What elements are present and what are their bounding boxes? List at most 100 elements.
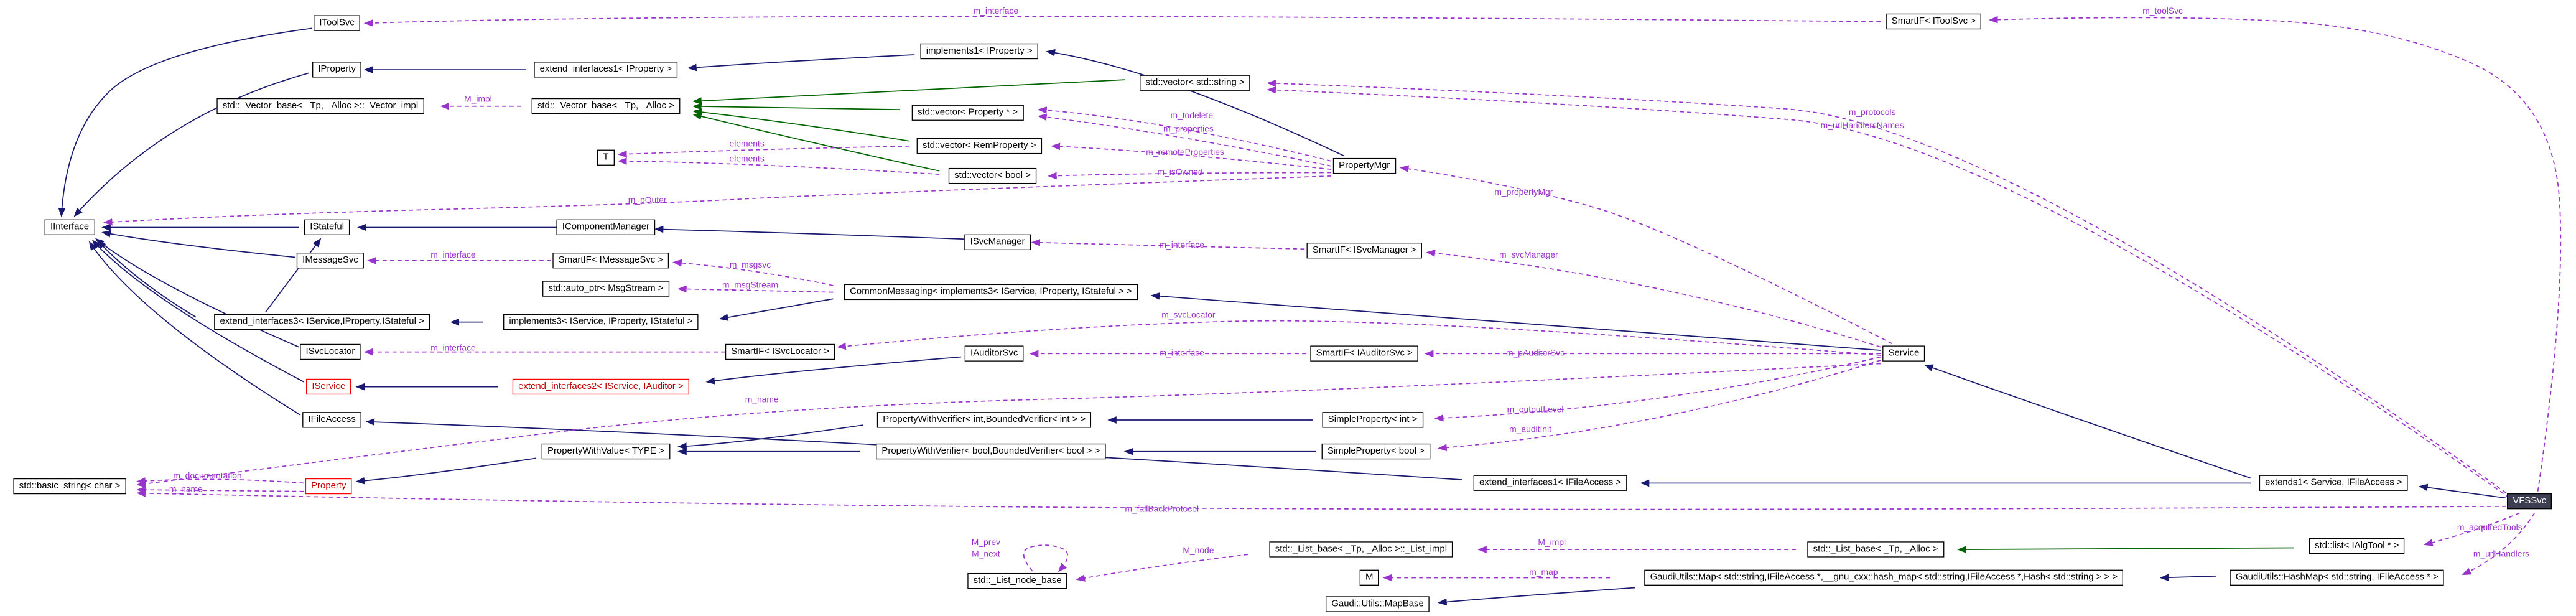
edge-usage xyxy=(363,16,1881,27)
node-service[interactable]: Service xyxy=(1882,345,1925,362)
node-gaudi-hashmap[interactable]: GaudiUtils::HashMap< std::string, IFileA… xyxy=(2230,569,2445,586)
edge-inherit xyxy=(1438,587,1635,606)
edge-usage xyxy=(2424,512,2520,546)
node-vector-bool[interactable]: std::vector< bool > xyxy=(948,167,1037,184)
edge-inherit xyxy=(1150,292,1881,351)
edge-label: m_svcLocator xyxy=(1161,310,1216,320)
edge-inherit xyxy=(365,418,1462,480)
node-property[interactable]: Property xyxy=(305,478,352,495)
node-extend-interfaces1-iproperty[interactable]: extend_interfaces1< IProperty > xyxy=(534,62,678,78)
edge-green xyxy=(692,79,1126,105)
node-propertywithvalue[interactable]: PropertyWithValue< TYPE > xyxy=(541,443,671,460)
edge-green xyxy=(692,103,900,110)
edge-usage xyxy=(1038,113,1332,167)
node-ifileaccess[interactable]: IFileAccess xyxy=(302,412,362,428)
node-smartif-iauditorsvc[interactable]: SmartIF< IAuditorSvc > xyxy=(1310,345,1419,362)
node-iproperty[interactable]: IProperty xyxy=(312,62,362,78)
node-implements3[interactable]: implements3< IService, IProperty, IState… xyxy=(503,314,699,330)
edge-usage xyxy=(136,477,304,485)
edge-inherit xyxy=(73,72,309,217)
edge-label: m_outputLevel xyxy=(1507,405,1564,415)
node-list-impl[interactable]: std::_List_base< _Tp, _Alloc >::_List_im… xyxy=(1269,541,1453,558)
edge-inherit xyxy=(95,238,299,348)
node-icomponentmanager[interactable]: IComponentManager xyxy=(556,219,656,236)
node-extends1[interactable]: extends1< Service, IFileAccess > xyxy=(2259,475,2409,492)
node-simpleproperty-int[interactable]: SimpleProperty< int > xyxy=(1322,412,1423,428)
node-vector-base-impl[interactable]: std::_Vector_base< _Tp, _Alloc >::_Vecto… xyxy=(216,98,424,114)
node-isvcmanager[interactable]: ISvcManager xyxy=(964,234,1031,251)
node-list-ialgtool[interactable]: std::list< IAlgTool * > xyxy=(2309,538,2405,554)
edge-label: m_msgsvc xyxy=(729,261,771,271)
edge-usage xyxy=(618,157,940,175)
node-gaudi-map[interactable]: GaudiUtils::Map< std::string,IFileAccess… xyxy=(1644,569,2124,586)
edge-label: m_propertyMgr xyxy=(1494,188,1553,197)
node-vector-base[interactable]: std::_Vector_base< _Tp, _Alloc > xyxy=(531,98,681,114)
node-smartif-isvclocator[interactable]: SmartIF< ISvcLocator > xyxy=(725,343,835,360)
node-t-param[interactable]: T xyxy=(597,149,615,166)
node-vector-string[interactable]: std::vector< std::string > xyxy=(1140,75,1251,91)
node-extend-interfaces2[interactable]: extend_interfaces2< IService, IAuditor > xyxy=(512,378,689,395)
node-vector-remproperty[interactable]: std::vector< RemProperty > xyxy=(916,138,1042,154)
node-extend-interfaces1-ifileaccess[interactable]: extend_interfaces1< IFileAccess > xyxy=(1473,475,1627,492)
edge-label: m_toolSvc xyxy=(2142,7,2183,17)
edge-inherit xyxy=(355,457,536,485)
node-vfssvc[interactable]: VFSSvc xyxy=(2506,493,2552,510)
node-propertymgr[interactable]: PropertyMgr xyxy=(1332,157,1396,174)
node-smartif-isvcmanager[interactable]: SmartIF< ISvcManager > xyxy=(1306,243,1422,259)
edge-usage xyxy=(136,489,2506,510)
node-basic-string[interactable]: std::basic_string< char > xyxy=(13,478,126,495)
edge-label: m_urlHandlersNames xyxy=(1820,121,1904,131)
edge-label: m_interface xyxy=(973,7,1019,17)
edge-label: m_name xyxy=(745,395,779,405)
node-pwv-int[interactable]: PropertyWithVerifier< int,BoundedVerifie… xyxy=(876,412,1092,428)
node-list-base[interactable]: std::_List_base< _Tp, _Alloc > xyxy=(1807,541,1944,558)
node-m-param[interactable]: M xyxy=(1359,569,1379,586)
edge-label: m_protocols xyxy=(1848,108,1896,118)
edge-label: m_isOwned xyxy=(1157,168,1203,177)
node-isvclocator[interactable]: ISvcLocator xyxy=(300,343,361,360)
edge-label: m_auditInit xyxy=(1509,425,1551,435)
edge-label: elements xyxy=(729,139,765,149)
edge-inherit xyxy=(654,225,965,240)
node-commonmessaging[interactable]: CommonMessaging< implements3< IService, … xyxy=(844,284,1138,301)
node-mapbase[interactable]: Gaudi::Utils::MapBase xyxy=(1325,596,1430,613)
node-iauditorsvc[interactable]: IAuditorSvc xyxy=(964,345,1024,362)
edge-usage xyxy=(1267,86,2510,499)
edge-inherit xyxy=(1923,364,2251,479)
edge-usage xyxy=(1038,106,1332,162)
edge-inherit xyxy=(101,230,296,258)
edge-inherit xyxy=(2418,483,2507,499)
node-istateful[interactable]: IStateful xyxy=(304,219,350,236)
node-smartif-itoolsvc[interactable]: SmartIF< IToolSvc > xyxy=(1886,13,1982,30)
edge-label: m_interface xyxy=(1159,241,1204,251)
edge-label: M_impl xyxy=(464,95,492,105)
node-imessagesvc[interactable]: IMessageSvc xyxy=(296,253,365,269)
node-simpleproperty-bool[interactable]: SimpleProperty< bool > xyxy=(1321,443,1431,460)
edge-label: m_todelete xyxy=(1170,111,1214,121)
node-iinterface[interactable]: IInterface xyxy=(44,219,95,236)
node-extend-interfaces3[interactable]: extend_interfaces3< IService,IProperty,I… xyxy=(214,314,430,330)
node-iservice[interactable]: IService xyxy=(305,378,351,395)
edge-label: m_interface xyxy=(430,251,476,261)
node-pwv-bool[interactable]: PropertyWithVerifier< bool,BoundedVerifi… xyxy=(876,443,1106,460)
node-auto-ptr-msgstream[interactable]: std::auto_ptr< MsgStream > xyxy=(542,281,669,297)
edge-label: M_impl xyxy=(1538,538,1566,548)
node-implements1-iproperty[interactable]: implements1< IProperty > xyxy=(920,43,1038,60)
node-list-node-base[interactable]: std::_List_node_base xyxy=(967,572,1067,589)
edge-usage xyxy=(1434,356,1881,422)
edge-usage xyxy=(136,363,1881,488)
edge-inherit xyxy=(265,238,322,313)
edge-usage xyxy=(1426,250,1881,348)
edge-inherit xyxy=(687,54,915,72)
edge-inherit xyxy=(58,27,312,218)
node-smartif-imessagesvc[interactable]: SmartIF< IMessageSvc > xyxy=(552,253,669,269)
edge-label: M_node xyxy=(1183,546,1214,556)
edge-usage xyxy=(1076,554,1248,582)
edge-label: m_properties xyxy=(1163,124,1214,134)
edge-usage xyxy=(1438,360,1881,452)
edge-inherit xyxy=(705,356,961,385)
node-itoolsvc[interactable]: IToolSvc xyxy=(314,15,361,32)
edge-usage xyxy=(1267,80,2507,494)
edge-inherit xyxy=(718,298,834,321)
node-vector-property-ptr[interactable]: std::vector< Property * > xyxy=(911,105,1024,121)
